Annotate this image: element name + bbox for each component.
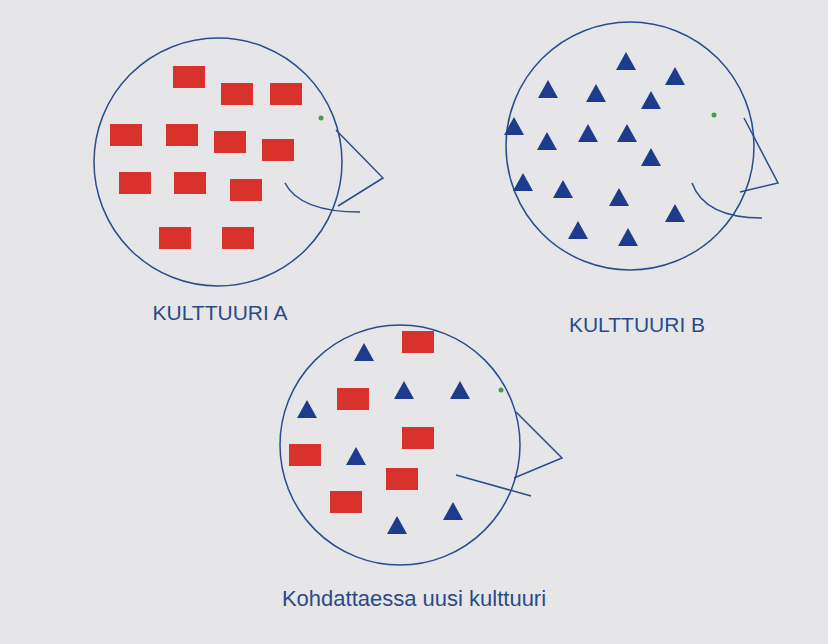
culture-label: KULTTUURI B <box>569 312 705 337</box>
beak <box>514 412 562 478</box>
head-outline <box>506 22 754 270</box>
beak <box>740 118 778 192</box>
caption-label: Kohdattaessa uusi kulttuuri <box>282 586 546 612</box>
mouth <box>285 183 360 212</box>
eye <box>319 116 324 121</box>
head-outline <box>94 38 342 286</box>
red-rectangles <box>110 66 434 513</box>
mouth <box>456 475 531 496</box>
mouth <box>692 183 762 218</box>
head-outline <box>280 325 520 565</box>
eye <box>712 113 717 118</box>
blue-triangles <box>297 52 685 534</box>
culture-label: KULTTUURI A <box>153 300 288 325</box>
beak <box>336 130 383 206</box>
eye <box>499 388 504 393</box>
